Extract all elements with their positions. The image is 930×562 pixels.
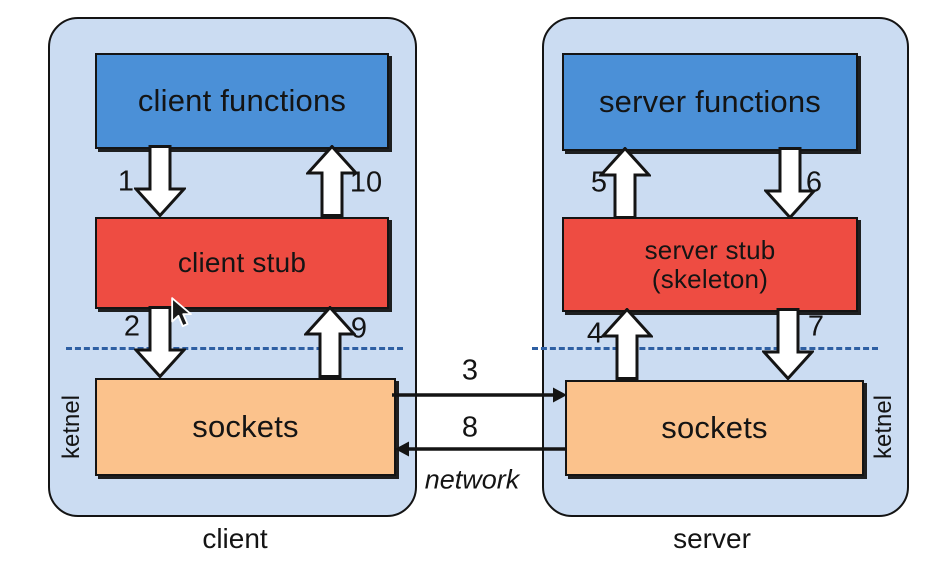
step-1-label: 1 <box>117 165 135 198</box>
arrow-down-server-functions-to-stub-icon <box>764 147 816 219</box>
server-stub-label-line1: server stub <box>644 234 776 265</box>
server-stub-label-line2: (skeleton) <box>651 263 769 294</box>
client-sockets-box: sockets <box>95 378 396 476</box>
arrow-up-server-socket-to-stub-icon <box>601 308 653 380</box>
arrow-down-client-call-icon <box>134 145 186 217</box>
step-6-label: 6 <box>805 166 823 199</box>
step-8-label: 8 <box>461 411 479 444</box>
step-5-label: 5 <box>590 166 608 199</box>
client-sockets-label: sockets <box>192 408 299 444</box>
arrow-up-server-stub-to-functions-icon <box>599 147 651 219</box>
step-9-label: 9 <box>350 312 368 345</box>
server-sockets-label: sockets <box>661 409 768 445</box>
server-functions-label: server functions <box>598 83 822 119</box>
arrow-up-client-socket-to-stub-icon <box>304 306 356 378</box>
step-7-label: 7 <box>807 310 825 343</box>
arrow-down-client-stub-to-socket-icon <box>134 306 186 378</box>
server-kernel-label: ketnel <box>870 394 897 460</box>
client-functions-box: client functions <box>95 53 389 149</box>
arrow-down-server-stub-to-socket-icon <box>762 308 814 380</box>
server-kernel-boundary-line <box>532 347 878 350</box>
server-functions-box: server functions <box>562 53 858 151</box>
client-kernel-label: ketnel <box>58 394 85 460</box>
step-3-label: 3 <box>461 354 479 387</box>
client-title: client <box>202 523 268 554</box>
client-stub-label: client stub <box>177 246 307 278</box>
server-title: server <box>673 523 751 554</box>
client-functions-label: client functions <box>137 82 347 118</box>
client-stub-box: client stub <box>95 217 389 309</box>
mouse-cursor-icon <box>171 297 192 328</box>
server-sockets-box: sockets <box>565 380 864 476</box>
step-4-label: 4 <box>586 317 604 350</box>
step-2-label: 2 <box>123 310 141 343</box>
step-10-label: 10 <box>349 166 383 199</box>
client-kernel-boundary-line <box>66 347 403 350</box>
network-arrows-icon <box>392 387 567 457</box>
arrow-up-client-return-icon <box>306 145 358 217</box>
network-label: network <box>424 464 520 495</box>
server-stub-box: server stub (skeleton) <box>562 217 858 312</box>
